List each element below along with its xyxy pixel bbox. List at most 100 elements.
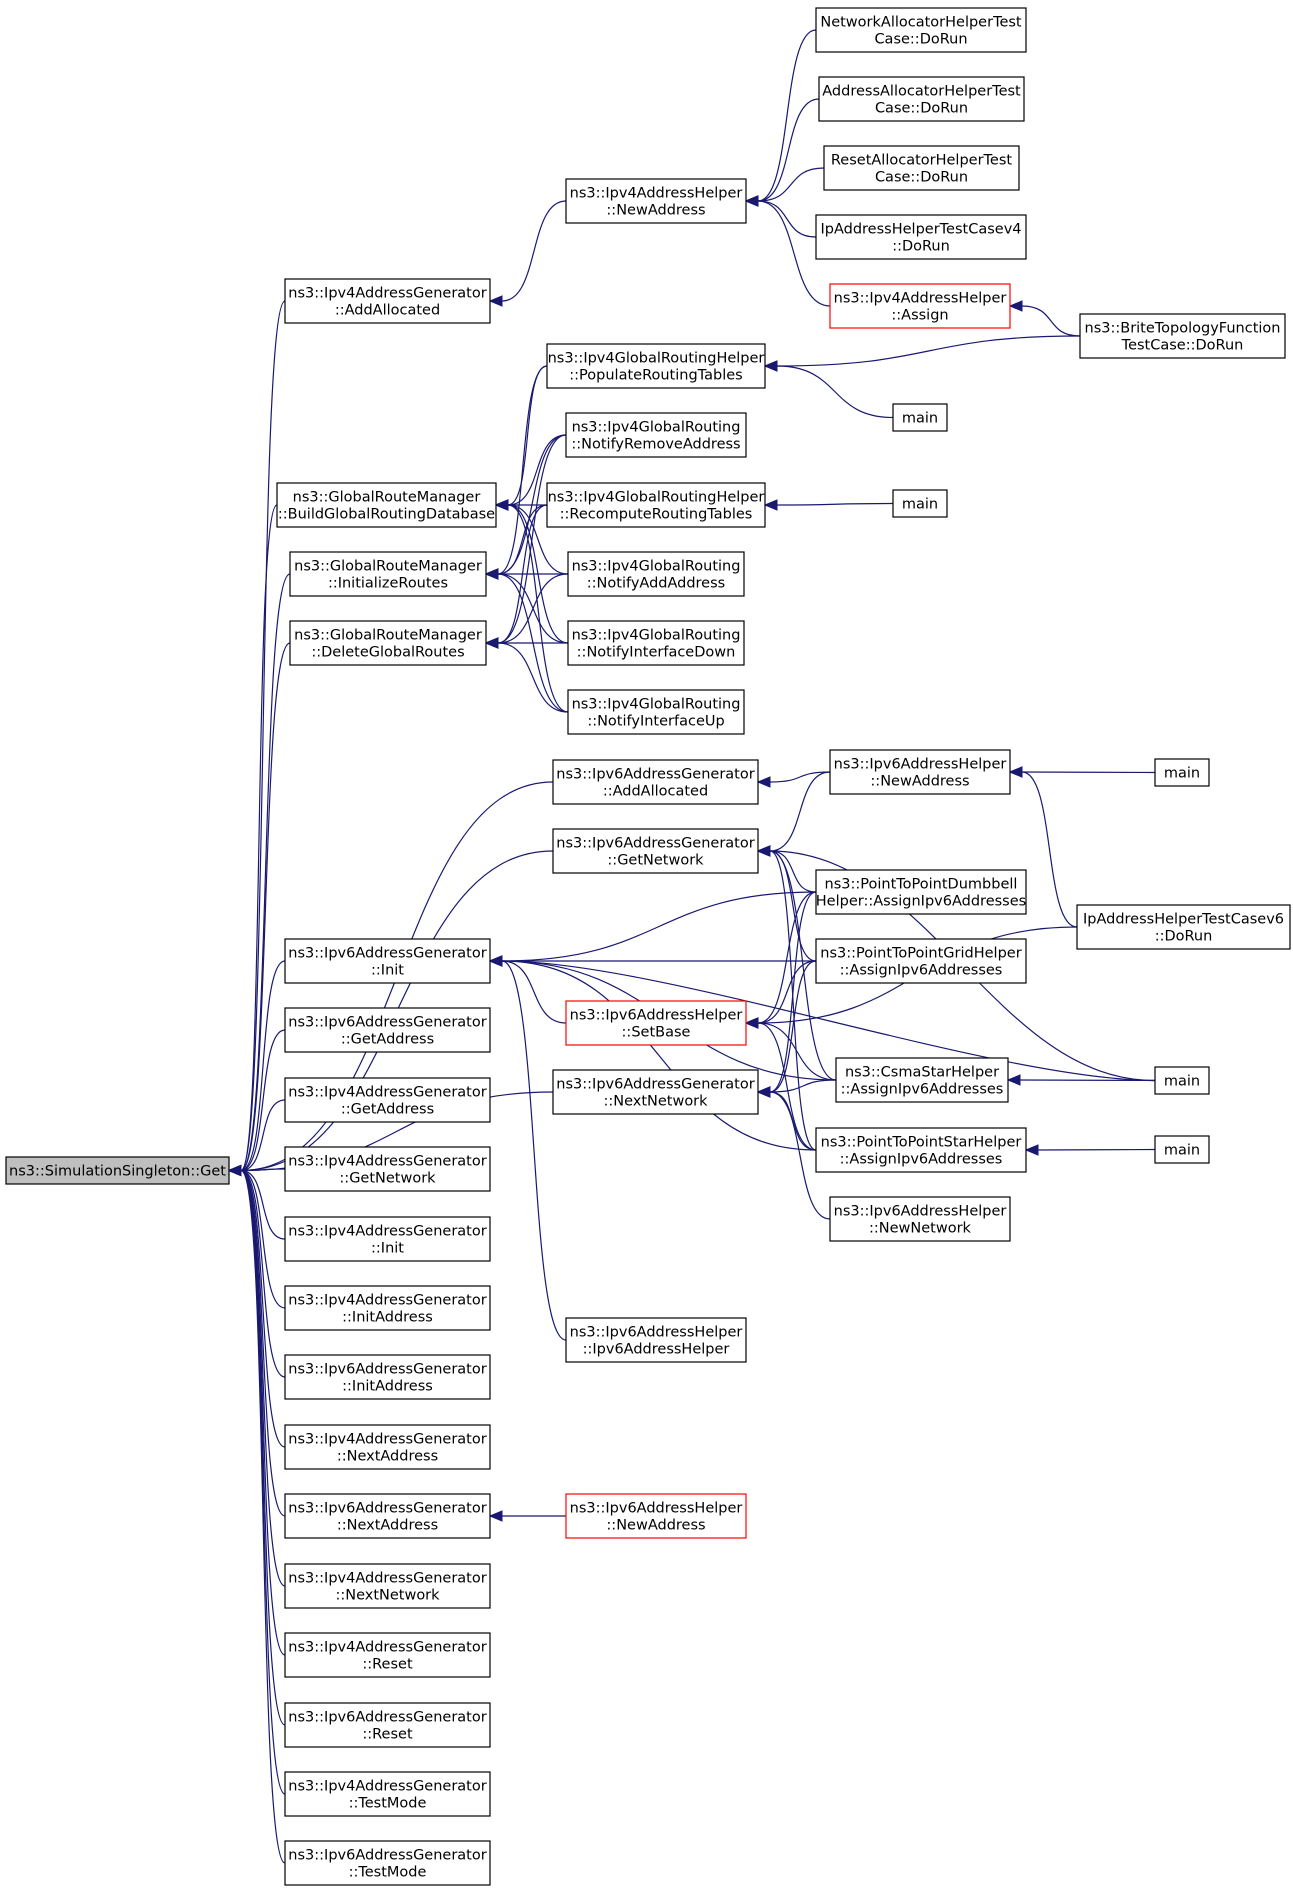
node-csma-star[interactable]: ns3::CsmaStarHelper::AssignIpv6Addresses xyxy=(835,1057,1009,1103)
node-box[interactable] xyxy=(5,1156,230,1185)
node-grh-populate[interactable]: ns3::Ipv4GlobalRoutingHelper::PopulateRo… xyxy=(546,343,766,389)
node-v6helper-newnet[interactable]: ns3::Ipv6AddressHelper::NewNetwork xyxy=(829,1196,1011,1242)
node-box[interactable] xyxy=(546,343,766,389)
node-gr-notifyremove[interactable]: ns3::Ipv4GlobalRouting::NotifyRemoveAddr… xyxy=(565,412,747,458)
node-box[interactable] xyxy=(567,620,745,666)
node-box[interactable] xyxy=(552,759,759,805)
node-gr-notifyup[interactable]: ns3::Ipv4GlobalRouting::NotifyInterfaceU… xyxy=(567,689,745,735)
node-v6helper-newaddr-red[interactable]: ns3::Ipv6AddressHelper::NewAddress xyxy=(565,1493,747,1539)
node-grm-init[interactable]: ns3::GlobalRouteManager::InitializeRoute… xyxy=(289,551,487,597)
node-v4gen-reset[interactable]: ns3::Ipv4AddressGenerator::Reset xyxy=(284,1632,491,1678)
node-box[interactable] xyxy=(892,403,948,432)
node-box[interactable] xyxy=(815,214,1027,260)
node-gr-notifyadd[interactable]: ns3::Ipv4GlobalRouting::NotifyAddAddress xyxy=(567,551,745,597)
node-box[interactable] xyxy=(815,938,1027,984)
node-main-p2pstar[interactable]: main xyxy=(1154,1135,1210,1164)
node-box[interactable] xyxy=(284,1146,491,1192)
node-box[interactable] xyxy=(1079,313,1286,359)
node-box[interactable] xyxy=(284,1493,491,1539)
node-v6gen-getaddr[interactable]: ns3::Ipv6AddressGenerator::GetAddress xyxy=(284,1007,491,1053)
node-v4helper-assign[interactable]: ns3::Ipv4AddressHelper::Assign xyxy=(829,283,1011,329)
node-box[interactable] xyxy=(284,1216,491,1262)
node-box[interactable] xyxy=(284,1632,491,1678)
node-box[interactable] xyxy=(289,551,487,597)
node-v4gen-initaddr[interactable]: ns3::Ipv4AddressGenerator::InitAddress xyxy=(284,1285,491,1331)
node-main-v6newaddr[interactable]: main xyxy=(1154,758,1210,787)
node-box[interactable] xyxy=(546,482,766,528)
node-v4helper-newaddr[interactable]: ns3::Ipv4AddressHelper::NewAddress xyxy=(565,178,747,224)
node-v6helper-ctor[interactable]: ns3::Ipv6AddressHelper::Ipv6AddressHelpe… xyxy=(565,1317,747,1363)
node-v6gen-addalloc[interactable]: ns3::Ipv6AddressGenerator::AddAllocated xyxy=(552,759,759,805)
node-v6gen-reset[interactable]: ns3::Ipv6AddressGenerator::Reset xyxy=(284,1702,491,1748)
node-p2p-star[interactable]: ns3::PointToPointStarHelper::AssignIpv6A… xyxy=(815,1127,1027,1173)
node-box[interactable] xyxy=(1154,1135,1210,1164)
node-box[interactable] xyxy=(1154,758,1210,787)
node-t-iphelper4[interactable]: IpAddressHelperTestCasev4::DoRun xyxy=(815,214,1027,260)
node-box[interactable] xyxy=(823,145,1020,191)
node-v4gen-getaddr[interactable]: ns3::Ipv4AddressGenerator::GetAddress xyxy=(284,1077,491,1123)
node-box[interactable] xyxy=(829,1196,1011,1242)
node-t-iphelper6[interactable]: IpAddressHelperTestCasev6::DoRun xyxy=(1076,904,1291,950)
node-p2p-grid[interactable]: ns3::PointToPointGridHelper::AssignIpv6A… xyxy=(815,938,1027,984)
node-box[interactable] xyxy=(284,278,491,324)
node-box[interactable] xyxy=(284,1354,491,1400)
node-main-populate[interactable]: main xyxy=(892,403,948,432)
node-v6helper-newaddr[interactable]: ns3::Ipv6AddressHelper::NewAddress xyxy=(829,749,1011,795)
node-grm-delete[interactable]: ns3::GlobalRouteManager::DeleteGlobalRou… xyxy=(289,620,487,666)
node-box[interactable] xyxy=(567,689,745,735)
node-box[interactable] xyxy=(815,869,1027,915)
node-box[interactable] xyxy=(284,1563,491,1609)
node-v4gen-testmode[interactable]: ns3::Ipv4AddressGenerator::TestMode xyxy=(284,1771,491,1817)
node-box[interactable] xyxy=(276,482,497,528)
node-box[interactable] xyxy=(1154,1066,1210,1095)
node-box[interactable] xyxy=(829,283,1011,329)
node-box[interactable] xyxy=(284,1007,491,1053)
node-box[interactable] xyxy=(284,1285,491,1331)
node-box[interactable] xyxy=(815,1127,1027,1173)
node-box[interactable] xyxy=(552,828,759,874)
node-v6gen-initaddr[interactable]: ns3::Ipv6AddressGenerator::InitAddress xyxy=(284,1354,491,1400)
node-v6gen-testmode[interactable]: ns3::Ipv6AddressGenerator::TestMode xyxy=(284,1840,491,1886)
node-grm-build[interactable]: ns3::GlobalRouteManager::BuildGlobalRout… xyxy=(276,482,497,528)
node-brite[interactable]: ns3::BriteTopologyFunctionTestCase::DoRu… xyxy=(1079,313,1286,359)
node-box[interactable] xyxy=(565,1000,747,1046)
node-box[interactable] xyxy=(284,1840,491,1886)
node-box[interactable] xyxy=(835,1057,1009,1103)
node-root[interactable]: ns3::SimulationSingleton::Get xyxy=(5,1156,230,1185)
node-box[interactable] xyxy=(565,1493,747,1539)
node-box[interactable] xyxy=(552,1069,759,1115)
node-v6gen-nextaddr[interactable]: ns3::Ipv6AddressGenerator::NextAddress xyxy=(284,1493,491,1539)
node-box[interactable] xyxy=(284,938,491,984)
node-box[interactable] xyxy=(284,1771,491,1817)
node-v4gen-nextnet[interactable]: ns3::Ipv4AddressGenerator::NextNetwork xyxy=(284,1563,491,1609)
node-v6gen-getnet[interactable]: ns3::Ipv6AddressGenerator::GetNetwork xyxy=(552,828,759,874)
node-box[interactable] xyxy=(1076,904,1291,950)
node-box[interactable] xyxy=(815,7,1027,53)
node-box[interactable] xyxy=(284,1077,491,1123)
node-box[interactable] xyxy=(565,178,747,224)
node-p2p-dumbbell[interactable]: ns3::PointToPointDumbbellHelper::AssignI… xyxy=(815,869,1027,915)
node-v6helper-setbase[interactable]: ns3::Ipv6AddressHelper::SetBase xyxy=(565,1000,747,1046)
node-main-csma[interactable]: main xyxy=(1154,1066,1210,1095)
node-box[interactable] xyxy=(565,412,747,458)
node-v6gen-init[interactable]: ns3::Ipv6AddressGenerator::Init xyxy=(284,938,491,984)
node-box[interactable] xyxy=(289,620,487,666)
node-gr-notifydown[interactable]: ns3::Ipv4GlobalRouting::NotifyInterfaceD… xyxy=(567,620,745,666)
node-box[interactable] xyxy=(284,1702,491,1748)
node-main-recompute[interactable]: main xyxy=(892,489,948,518)
node-grh-recompute[interactable]: ns3::Ipv4GlobalRoutingHelper::RecomputeR… xyxy=(546,482,766,528)
node-box[interactable] xyxy=(818,76,1025,122)
node-v6gen-nextnet[interactable]: ns3::Ipv6AddressGenerator::NextNetwork xyxy=(552,1069,759,1115)
node-v4gen-addalloc[interactable]: ns3::Ipv4AddressGenerator::AddAllocated xyxy=(284,278,491,324)
node-v4gen-getnet[interactable]: ns3::Ipv4AddressGenerator::GetNetwork xyxy=(284,1146,491,1192)
node-box[interactable] xyxy=(829,749,1011,795)
node-box[interactable] xyxy=(565,1317,747,1363)
node-v4gen-init[interactable]: ns3::Ipv4AddressGenerator::Init xyxy=(284,1216,491,1262)
node-v4gen-nextaddr[interactable]: ns3::Ipv4AddressGenerator::NextAddress xyxy=(284,1424,491,1470)
node-box[interactable] xyxy=(567,551,745,597)
node-box[interactable] xyxy=(892,489,948,518)
node-box[interactable] xyxy=(284,1424,491,1470)
